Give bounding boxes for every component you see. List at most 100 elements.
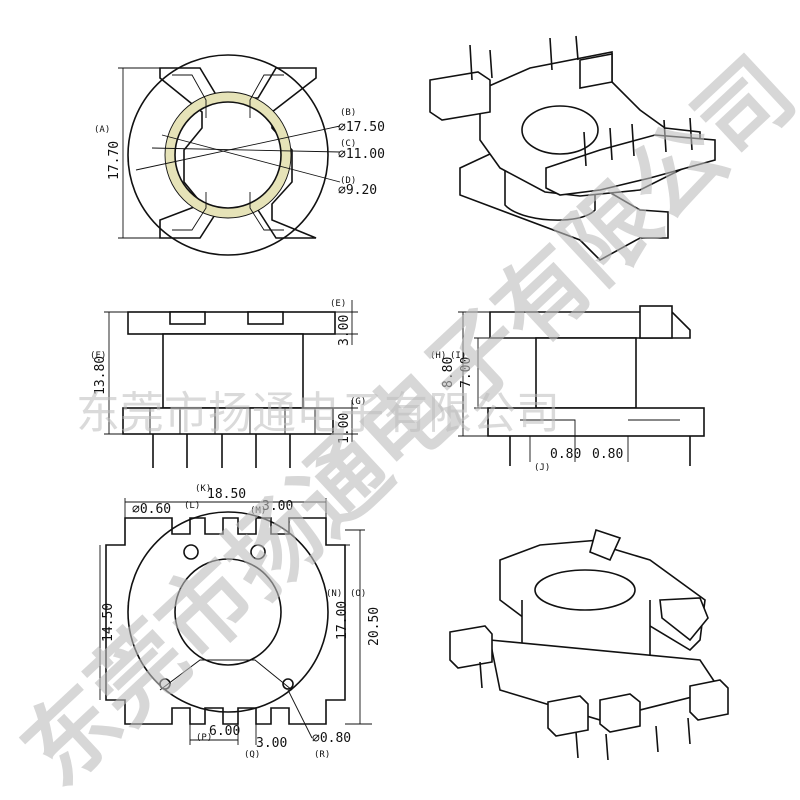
bottom-lower-notch [159,659,293,691]
iso2-bore [534,569,636,611]
side-pins [509,436,691,466]
bottom-bore [174,558,282,666]
leader-d [161,134,341,183]
dim-j-value-1: 0.80 [550,447,581,462]
bottom-hole-left [183,544,199,560]
dim-a-tag: (A) [94,125,110,135]
iso2-side-tab [659,597,709,642]
bottom-view: (K) 18.50 ⌀0.60 (L) (M) 3.00 (N) 17.00 (… [99,484,382,760]
bottom-pin-hole-1 [159,678,171,690]
dim-h-line [458,311,490,437]
bottom-view-outline [105,517,346,725]
dim-o-tag: (O) [350,589,366,599]
iso1-pins [469,35,693,167]
iso2-pins [479,661,691,761]
iso2-block-right [689,679,729,721]
dim-e-tag: (E) [330,299,346,309]
dim-r-leader [287,689,313,739]
front-top-tab-left [169,311,206,325]
top-view-body-circle [127,54,329,256]
front-top-tab-right [247,311,284,325]
dim-left-value: 14.50 [101,603,116,642]
dim-k-value: 18.50 [207,487,246,502]
leader-c [151,147,341,153]
dim-g-tag: (G) [350,397,366,407]
dim-q-value: 3.00 [256,736,287,751]
bottom-body-circle [127,511,329,713]
bottom-pin-hole-2 [282,678,294,690]
front-top-flange [127,311,336,335]
iso1-pin-block-left [429,71,491,121]
dim-d-tag: (D) [340,176,356,186]
dim-h-value: 8.80 [441,357,456,388]
dim-r-tag: (R) [314,750,330,760]
dim-j-tag: (J) [534,463,550,473]
side-bottom-flange [487,407,705,437]
dim-n-value: 17.00 [335,601,350,640]
iso1-pin-block-rear [579,53,613,89]
winding-ring [165,92,291,218]
dim-m-tag: (M) [250,506,266,516]
iso1-pin-row [545,134,716,196]
front-pin-slots [149,408,316,434]
dim-q-tag: (Q) [244,750,260,760]
dim-i-line [474,337,490,409]
dim-p-tag: (P) [196,733,212,743]
iso2-block-front-1 [547,695,589,737]
side-view: (H) 8.80 (I) 7.00 0.80 0.80 (J) [430,305,705,473]
dim-e-line [335,300,358,345]
dim-b-tag: (B) [340,108,356,118]
dim-f-tag: (F) [90,351,106,361]
top-view: (A) 17.70 (B) ⌀17.50 (C) ⌀11.00 (D) ⌀9.2… [94,54,385,256]
dim-g-value: 1.00 [337,413,352,444]
dim-l-value: ⌀0.60 [132,502,171,517]
dim-m-value: 3.00 [262,499,293,514]
top-view-outline [159,67,317,239]
dim-j-value-2: 0.80 [592,447,623,462]
dim-p-value: 6.00 [209,724,240,739]
front-bottom-flange [122,407,334,435]
dim-k-line [124,498,327,518]
dim-o-value: 20.50 [367,607,382,646]
dim-l-tag: (L) [184,501,200,511]
dim-n-tag: (N) [326,589,342,599]
isometric-view-top [429,35,716,261]
bore-circle-b [164,91,292,219]
side-flange-detail [520,419,680,436]
dim-p-q-lines [189,724,257,745]
iso2-block-front-2 [599,693,641,733]
dim-a-value: 17.70 [107,141,122,180]
top-view-tabs [172,74,284,231]
iso1-bore [521,105,599,155]
dim-g-line [333,400,358,442]
iso2-top-tab [589,528,622,562]
dim-r-value: ⌀0.80 [312,731,351,746]
dim-f-line [104,311,128,435]
dim-d-value: ⌀9.20 [338,183,377,198]
front-core [162,333,304,409]
dim-a-line [118,67,160,239]
dim-j-line [529,436,629,462]
side-top-block [639,305,673,339]
dim-b-value: ⌀17.50 [338,120,385,135]
dim-i-tag: (I) [450,351,466,361]
front-pins [152,434,291,468]
dim-h-tag: (H) [430,351,446,361]
dim-k-tag: (K) [195,484,211,494]
side-core [535,337,637,409]
bottom-hole-right [250,544,266,560]
watermark-horizontal: 东莞市扬通电子有限公司 [76,388,560,439]
dim-c-value: ⌀11.00 [338,147,385,162]
dim-n-o-lines [326,529,372,725]
dim-f-value: 13.80 [93,356,108,395]
iso2-block-left [449,625,493,669]
iso2-bottom-flange [489,639,722,721]
dim-i-value: 7.00 [459,357,474,388]
dim-c-tag: (C) [340,139,356,149]
dim-e-value: 3.00 [337,315,352,346]
isometric-view-bottom [449,528,729,761]
bore-circle-outer [174,101,282,209]
front-view: (F) 13.80 (E) 3.00 (G) 1.00 [90,299,366,468]
leader-b [135,125,341,171]
